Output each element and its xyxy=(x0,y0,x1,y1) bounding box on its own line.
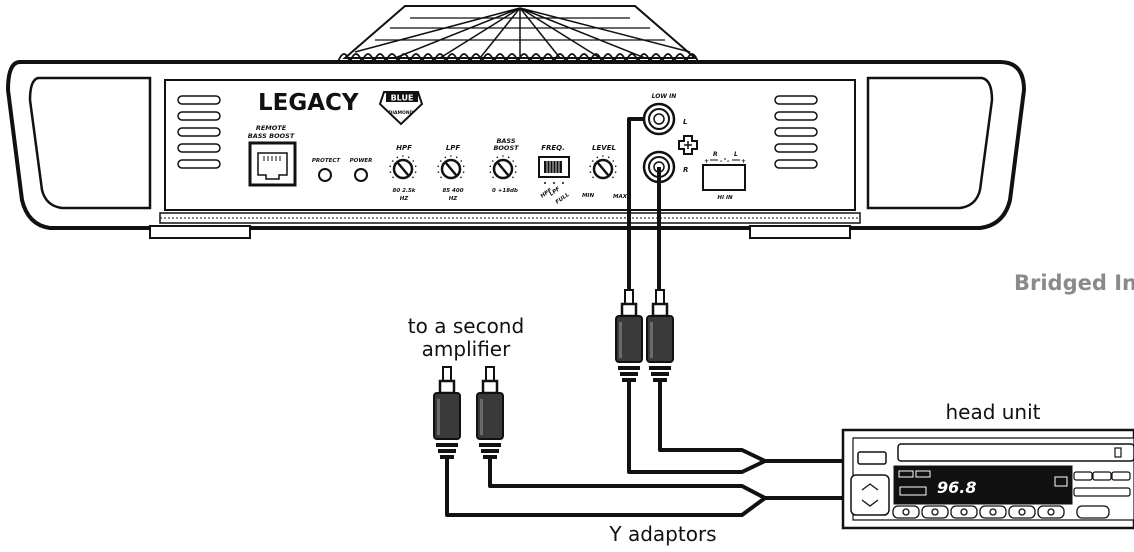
cable-second-amp-right xyxy=(488,458,766,500)
hi-in-terminal-0: + xyxy=(704,158,709,165)
hi-in-terminal-1: R xyxy=(713,151,718,158)
head-unit-display xyxy=(893,465,1073,505)
lpf-unit: HZ xyxy=(449,196,459,202)
freq-label: FREQ. xyxy=(541,144,565,152)
foot-left xyxy=(149,225,251,239)
cables xyxy=(445,117,843,517)
channel-left-label: L xyxy=(683,118,687,126)
lpf-label: LPF xyxy=(446,144,461,152)
channel-right-label: R xyxy=(683,166,688,174)
power-label: POWER xyxy=(350,158,373,164)
lpf-range: 85 400 xyxy=(442,188,463,194)
logo-text-top: BLUE xyxy=(391,94,414,103)
rca-plug-amp-left[interactable] xyxy=(615,289,643,382)
cable-left-to-plug xyxy=(627,117,644,292)
hi-in-terminal-2: - xyxy=(720,158,723,165)
protect-led xyxy=(318,168,332,182)
brand-label: LEGACY xyxy=(258,90,359,116)
display-readout: 96.8 xyxy=(937,478,976,497)
cable-second-amp-left xyxy=(445,458,843,517)
head-unit-side-buttons[interactable] xyxy=(1073,471,1131,497)
cable-left-to-head-unit xyxy=(627,382,843,474)
hi-in-terminal[interactable] xyxy=(702,158,746,191)
foot-right xyxy=(749,225,851,239)
cd-slot[interactable] xyxy=(897,443,1134,462)
rca-plug-second-amp-left[interactable] xyxy=(433,366,461,459)
rca-jack-left[interactable] xyxy=(642,102,676,136)
right-end-cap xyxy=(866,76,994,210)
head-unit-small-button[interactable] xyxy=(857,451,887,465)
bass-boost-range: 0 +18db xyxy=(492,188,518,194)
rca-plug-second-amp-right[interactable] xyxy=(476,366,504,459)
level-min: MIN xyxy=(582,193,595,199)
ground-screw-icon xyxy=(678,135,698,155)
blue-diamond-logo: BLUE DIAMOND xyxy=(378,91,424,126)
bass-boost-knob[interactable] xyxy=(489,155,517,180)
hi-in-terminal-5: + xyxy=(741,158,746,165)
hpf-label: HPF xyxy=(396,144,412,152)
nav-pad[interactable] xyxy=(850,474,890,516)
level-knob[interactable] xyxy=(589,155,617,180)
hpf-knob[interactable] xyxy=(389,155,417,180)
left-end-cap xyxy=(28,76,152,210)
remote-bass-boost-port[interactable] xyxy=(248,141,297,187)
low-in-label: LOW IN xyxy=(652,93,677,100)
hi-in-terminal-3: - xyxy=(727,158,730,165)
heatsink-fins xyxy=(337,5,699,65)
lpf-knob[interactable] xyxy=(437,155,465,180)
head-unit-label: head unit xyxy=(945,400,1040,424)
hpf-range: 80 2.5k xyxy=(393,188,416,194)
rca-plug-amp-right[interactable] xyxy=(646,289,674,382)
vent-left xyxy=(177,95,221,169)
section-title: Bridged In xyxy=(1014,271,1134,295)
y-adaptors-label: Y adaptors xyxy=(608,522,716,546)
freq-option-lpf: LPF xyxy=(549,186,562,198)
freq-switch[interactable] xyxy=(538,156,570,184)
hpf-unit: HZ xyxy=(400,196,410,202)
power-led xyxy=(354,168,368,182)
logo-text-bottom: DIAMOND xyxy=(389,110,414,116)
preset-buttons[interactable] xyxy=(892,505,1110,519)
cable-right-to-head-unit xyxy=(658,382,766,463)
head-unit: 96.8 xyxy=(841,428,1134,530)
level-max: MAX xyxy=(613,194,628,200)
protect-label: PROTECT xyxy=(312,158,341,164)
vent-right xyxy=(774,95,818,169)
hi-in-terminal-4: L xyxy=(734,151,738,158)
level-label: LEVEL xyxy=(592,144,616,152)
hi-in-label: HI IN xyxy=(717,195,733,201)
